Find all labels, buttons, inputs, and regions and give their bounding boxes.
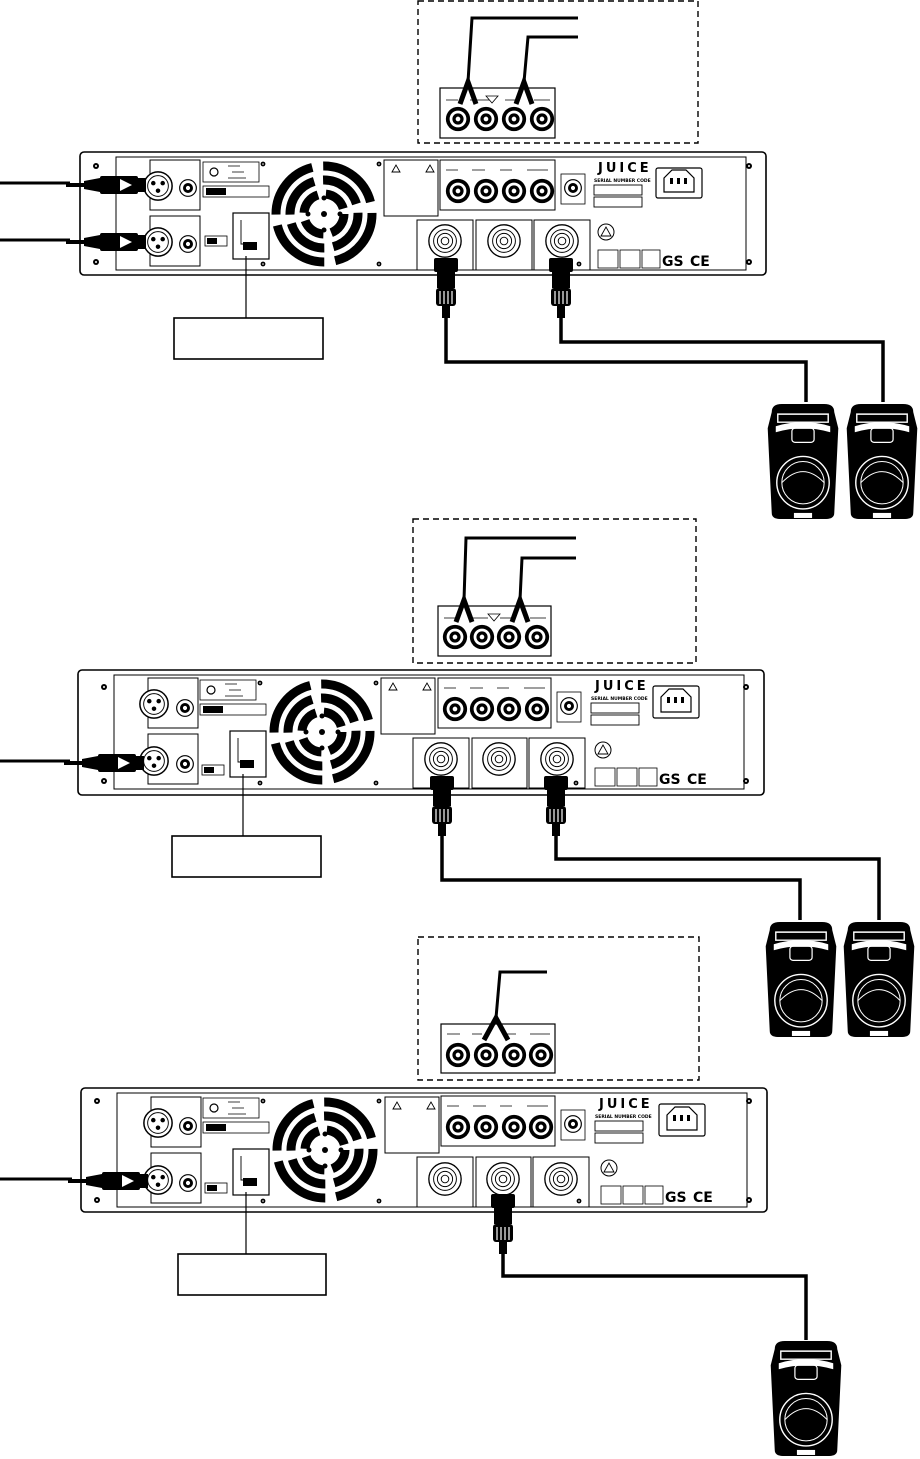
speakon-output-a[interactable] <box>424 742 458 776</box>
xlr-input-b[interactable] <box>139 746 169 776</box>
mode-switch-callout <box>171 835 322 878</box>
xlr-input-b[interactable] <box>143 227 173 257</box>
input-cable-a <box>0 754 144 772</box>
xlr-input-a[interactable] <box>143 171 173 201</box>
svg-text:GS: GS <box>659 772 681 788</box>
speaker-cable-b <box>559 318 885 402</box>
brand-logo: JUICE <box>598 1097 653 1112</box>
svg-text:CE: CE <box>687 772 707 788</box>
jack-input-b[interactable] <box>179 235 197 253</box>
binding-post-panel <box>440 1023 556 1074</box>
speakon-output-bridge[interactable] <box>482 742 516 776</box>
jack-input-a[interactable] <box>176 699 194 717</box>
diagram-bridge: JUICE SERIAL NUMBER CODE GS CE <box>0 936 843 1457</box>
svg-text:SERIAL NUMBER CODE: SERIAL NUMBER CODE <box>594 178 651 184</box>
speakon-output-bridge[interactable] <box>487 224 521 258</box>
xlr-input-b[interactable] <box>143 1165 173 1195</box>
loudspeaker-right <box>842 921 916 1038</box>
cooling-fan <box>274 684 370 780</box>
jack-input-a[interactable] <box>179 179 197 197</box>
speakon-plug-b <box>543 776 569 836</box>
jack-input-b[interactable] <box>176 755 194 773</box>
speakon-output-b[interactable] <box>540 742 574 776</box>
binding-post-wires <box>457 16 578 105</box>
svg-text:GS: GS <box>665 1190 687 1206</box>
iec-power-inlet[interactable] <box>658 1103 706 1137</box>
mode-switch[interactable] <box>229 730 267 778</box>
svg-text:GS: GS <box>662 254 684 270</box>
loudspeaker-right <box>845 403 919 520</box>
iec-power-inlet[interactable] <box>655 167 703 199</box>
binding-post-wires <box>453 536 576 623</box>
diagram-parallel: JUICE SERIAL NUMBER CODE GS CE <box>0 518 916 1038</box>
binding-post-panel <box>437 605 552 657</box>
amplifier-rear-panel: JUICE SERIAL NUMBER CODE GS CE <box>80 1087 768 1213</box>
binding-post-wires <box>481 970 547 1042</box>
speakon-plug-b <box>548 258 574 318</box>
speakon-plug-a <box>433 258 459 318</box>
input-cable-a <box>0 176 146 194</box>
jack-input-b[interactable] <box>179 1174 197 1192</box>
mode-switch-callout <box>177 1253 327 1296</box>
amplifier-rear-panel: JUICE SERIAL NUMBER CODE GS CE <box>77 669 765 796</box>
svg-text:SERIAL NUMBER CODE: SERIAL NUMBER CODE <box>595 1114 652 1120</box>
xlr-input-a[interactable] <box>139 689 169 719</box>
cooling-fan <box>276 166 372 262</box>
cooling-fan <box>277 1102 373 1198</box>
iec-power-inlet[interactable] <box>652 685 700 719</box>
input-cable-a <box>0 1172 148 1190</box>
speaker-cable-a <box>444 318 808 402</box>
mode-switch[interactable] <box>232 1148 270 1196</box>
brand-logo: JUICE <box>597 161 652 176</box>
amplifier-rear-panel: JUICE SERIAL NUMBER CODE GS CE <box>79 151 767 276</box>
svg-text:CE: CE <box>693 1190 713 1206</box>
binding-post-inset <box>417 0 699 144</box>
speaker-cable-bridge <box>501 1254 808 1340</box>
loudspeaker-left <box>764 921 838 1038</box>
speakon-output-b[interactable] <box>544 1162 578 1196</box>
xlr-input-a[interactable] <box>143 1108 173 1138</box>
brand-logo: JUICE <box>594 679 649 694</box>
jack-input-a[interactable] <box>179 1117 197 1135</box>
mode-switch[interactable] <box>232 212 270 260</box>
speakon-output-b[interactable] <box>545 224 579 258</box>
svg-text:CE: CE <box>690 254 710 270</box>
input-cable-b <box>0 233 146 251</box>
svg-text:SERIAL NUMBER CODE: SERIAL NUMBER CODE <box>591 696 648 702</box>
speaker-cable-b <box>554 836 881 920</box>
binding-post-panel <box>439 87 556 139</box>
loudspeaker-left <box>766 403 840 520</box>
speakon-output-bridge[interactable] <box>486 1162 520 1196</box>
mode-switch-callout <box>173 317 324 360</box>
binding-post-inset <box>417 936 700 1081</box>
speakon-plug-bridge <box>490 1194 516 1254</box>
speakon-output-a[interactable] <box>428 224 462 258</box>
speakon-output-a[interactable] <box>428 1162 462 1196</box>
loudspeaker-mono <box>769 1340 843 1457</box>
speaker-cable-a <box>440 836 802 920</box>
binding-post-inset <box>412 518 697 664</box>
speakon-plug-a <box>429 776 455 836</box>
diagram-stereo: JUICE SERIAL NUMBER CODE GS CE <box>0 0 919 520</box>
